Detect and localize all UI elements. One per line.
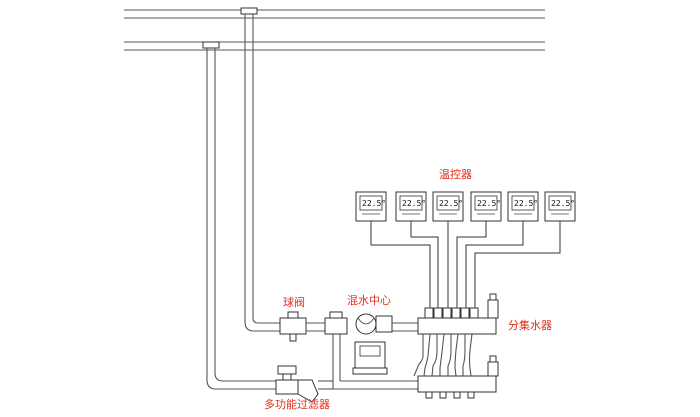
thermostat: 22.5° [470,191,502,222]
ball-valve [279,311,325,342]
thermostat: 22.5° [395,191,427,222]
mixing-center-label: 混水中心 [347,294,391,307]
riser-pipes [202,7,290,390]
thermostat-row: 22.5° 22.5° 22.5° 22.5° 22.5° [355,191,576,222]
manifold-label: 分集水器 [508,319,552,332]
svg-text:22.5°: 22.5° [551,199,575,208]
thermostat: 22.5° [355,191,387,222]
svg-text:22.5°: 22.5° [439,199,463,208]
svg-text:22.5°: 22.5° [514,199,538,208]
ceiling-pipes [124,9,545,51]
thermostat: 22.5° [544,191,576,222]
thermostat: 22.5° [507,191,539,222]
svg-text:22.5°: 22.5° [477,199,501,208]
multifunction-filter [275,365,333,403]
mixing-center [324,311,420,390]
thermostat-wiring [370,221,561,308]
manifold [413,293,499,399]
thermostat: 22.5° [432,191,464,222]
thermostat-label: 温控器 [439,168,472,181]
ball-valve-label: 球阀 [283,296,305,309]
filter-label: 多功能过滤器 [264,398,330,411]
svg-text:22.5°: 22.5° [402,199,426,208]
svg-text:22.5°: 22.5° [362,199,386,208]
